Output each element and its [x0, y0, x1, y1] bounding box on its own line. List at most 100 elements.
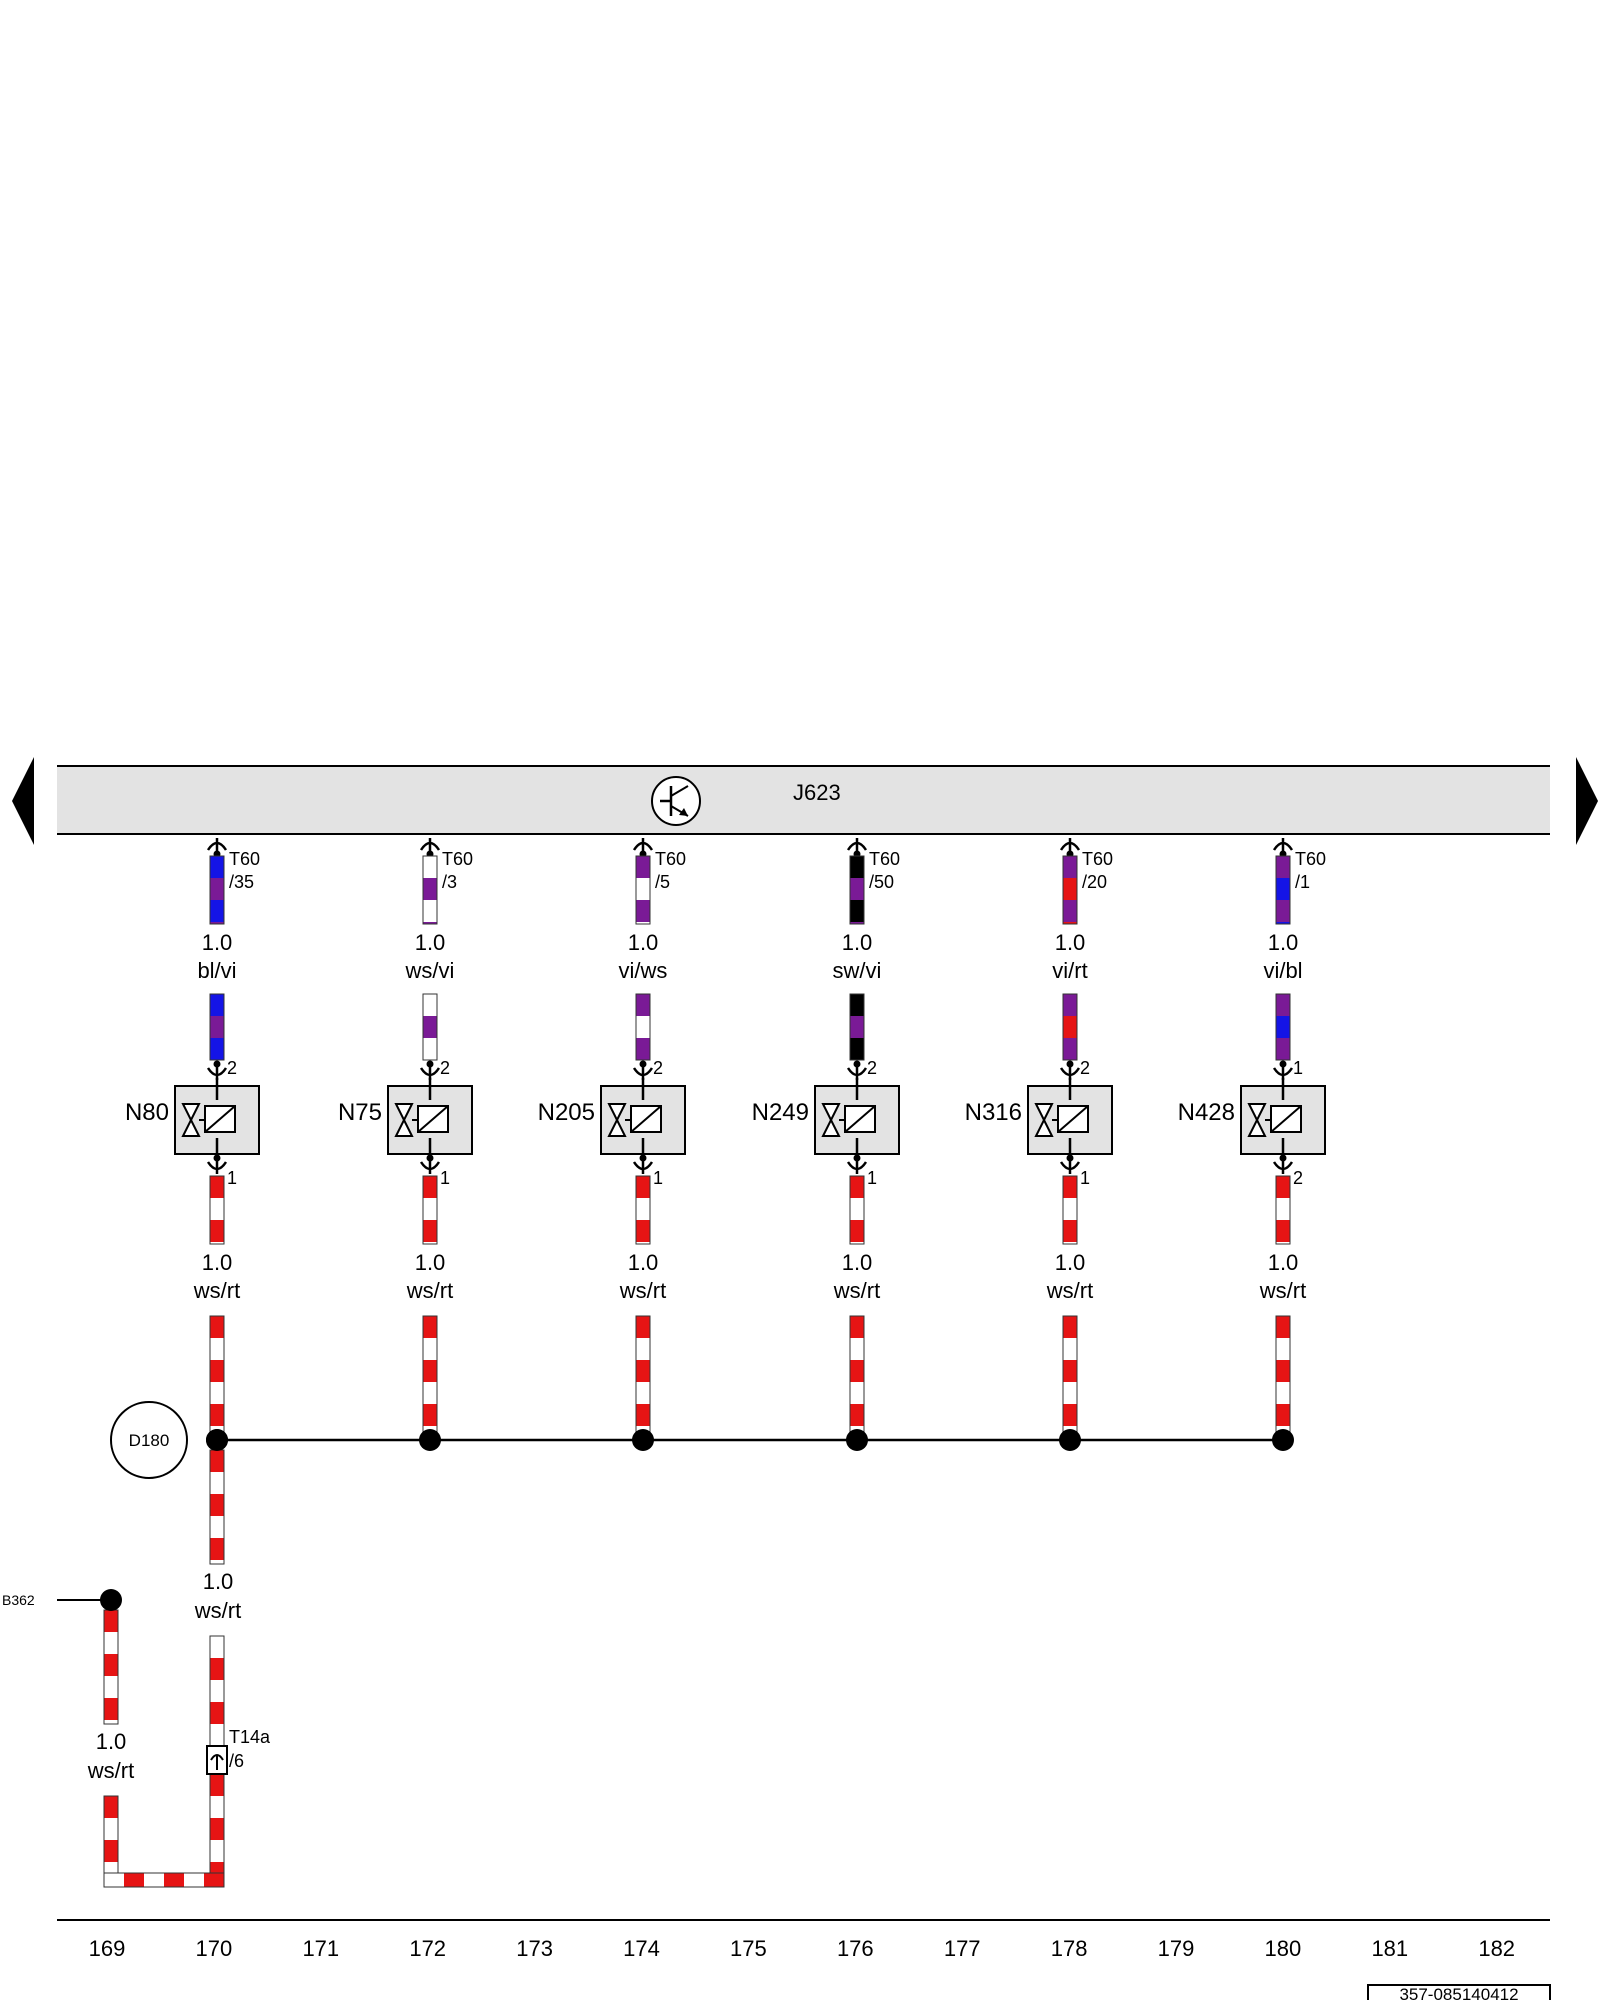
valve-label: N80 [125, 1099, 169, 1126]
wire-lower-segment [209, 993, 225, 1061]
wire-ws-rt-upper [1062, 1175, 1078, 1245]
wire-size: 1.0 [1268, 930, 1299, 955]
b362-junction [100, 1589, 122, 1611]
t14a-pin: /6 [229, 1751, 244, 1771]
valve-pin-top: 2 [653, 1058, 663, 1078]
wire-size: 1.0 [415, 1250, 446, 1275]
valve-pin-bottom-icon [846, 1154, 868, 1174]
wire-ws-rt-upper [209, 1175, 225, 1245]
valve-pin-bottom-icon [206, 1154, 228, 1174]
wire-color: sw/vi [833, 958, 882, 983]
wire-ws-rt-upper [422, 1175, 438, 1245]
connector-pin: /3 [442, 872, 457, 892]
wire-color: vi/bl [1263, 958, 1302, 983]
solenoid-valve: 2 1 N80 [125, 1058, 260, 1188]
wire-color: ws/rt [619, 1278, 666, 1303]
wire-ws-rt-lower [1275, 1315, 1291, 1441]
wire-color: vi/ws [619, 958, 668, 983]
main-wire-upper [209, 1449, 225, 1565]
wire-upper-segment [209, 855, 225, 925]
wire-upper-segment [1275, 855, 1291, 925]
column-number: 178 [1051, 1936, 1088, 1961]
column-number: 171 [302, 1936, 339, 1961]
left-wire-color: ws/rt [87, 1758, 134, 1783]
column-number: 172 [409, 1936, 446, 1961]
valve-label: N316 [965, 1099, 1022, 1126]
wire-size: 1.0 [628, 930, 659, 955]
column-number: 175 [730, 1936, 767, 1961]
valve-pin-bottom-icon [1059, 1154, 1081, 1174]
wire-color: vi/rt [1052, 958, 1087, 983]
wire-ws-rt-upper [1275, 1175, 1291, 1245]
column-number: 176 [837, 1936, 874, 1961]
wire-upper-segment [849, 855, 865, 925]
wire-lower-segment [422, 993, 438, 1061]
valve-pin-top-icon [846, 1060, 868, 1080]
column-number: 180 [1265, 1936, 1302, 1961]
connector-pin: /20 [1082, 872, 1107, 892]
bottom-loop-wire [103, 1872, 225, 1888]
valve-pin-top: 1 [1293, 1058, 1303, 1078]
left-wire [103, 1609, 225, 1888]
ecu-pin-icon [632, 838, 654, 858]
valve-pin-bottom: 1 [227, 1168, 237, 1188]
ecu-box [57, 766, 1550, 834]
ecu-pin-icon [846, 838, 868, 858]
valve-label: N249 [752, 1099, 809, 1126]
wire-upper-segment [422, 855, 438, 925]
page-prev-arrow[interactable] [12, 757, 34, 845]
valve-pin-top: 2 [227, 1058, 237, 1078]
connector-t14a: T14a /6 [206, 1727, 271, 1775]
splice-junction [206, 1429, 228, 1451]
left-wire-size: 1.0 [96, 1729, 127, 1754]
connector-label: T60 [655, 849, 686, 869]
valve-pin-top-icon [206, 1060, 228, 1080]
wire-color: bl/vi [197, 958, 236, 983]
solenoid-valve: 2 1 N316 [965, 1058, 1113, 1188]
ecu-pin-icon [1059, 838, 1081, 858]
wire-lower-segment [1275, 993, 1291, 1061]
transistor-icon [651, 776, 701, 826]
page-next-arrow[interactable] [1576, 757, 1598, 845]
column-number: 169 [89, 1936, 126, 1961]
valve-pin-bottom: 1 [1080, 1168, 1090, 1188]
connector-label: T60 [1295, 849, 1326, 869]
valve-label: N205 [538, 1099, 595, 1126]
solenoid-valve-icon [1247, 1078, 1302, 1160]
wire-size: 1.0 [1055, 930, 1086, 955]
valve-pin-top: 2 [440, 1058, 450, 1078]
connector-label: T60 [229, 849, 260, 869]
valve-pin-top-icon [1059, 1060, 1081, 1080]
connector-pin: /50 [869, 872, 894, 892]
ecu-label: J623 [793, 780, 841, 805]
valve-pin-bottom: 2 [1293, 1168, 1303, 1188]
connector-pin: /5 [655, 872, 670, 892]
wire-ws-rt-lower [635, 1315, 651, 1441]
valve-pin-top: 2 [1080, 1058, 1090, 1078]
lower-wires: 1.0ws/rt1.0ws/rt1.0ws/rt1.0ws/rt1.0ws/rt… [193, 1175, 1306, 1451]
column-number: 177 [944, 1936, 981, 1961]
connector-label: T60 [869, 849, 900, 869]
splice-label: D180 [129, 1431, 170, 1450]
ecu-j623: J623 [57, 765, 1550, 835]
valve-label: N75 [338, 1099, 382, 1126]
solenoid-valve-icon [394, 1078, 449, 1160]
wire-ws-rt-lower [422, 1315, 438, 1441]
valve-pin-top-icon [632, 1060, 654, 1080]
drop-wires: T60/351.0bl/viT60/31.0ws/viT60/51.0vi/ws… [197, 838, 1326, 1061]
wire-lower-segment [635, 993, 651, 1061]
valve-pin-top: 2 [867, 1058, 877, 1078]
ecu-pin-icon [206, 838, 228, 858]
column-number: 182 [1478, 1936, 1515, 1961]
valve-pin-bottom: 1 [653, 1168, 663, 1188]
wire-ws-rt-lower [1062, 1315, 1078, 1441]
ecu-pin-icon [1272, 838, 1294, 858]
valve-pin-bottom-icon [1272, 1154, 1294, 1174]
wire-upper-segment [635, 855, 651, 925]
wire-lower-segment [849, 993, 865, 1061]
connector-pin: /35 [229, 872, 254, 892]
